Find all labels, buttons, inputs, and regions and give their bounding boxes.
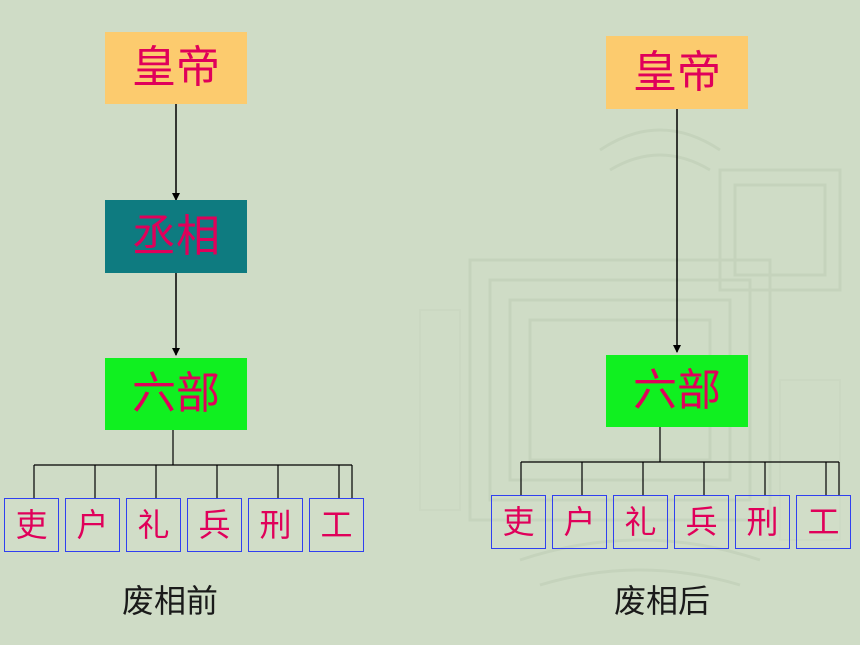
department-box-after-3: 兵: [674, 495, 729, 549]
chancellor-label: 丞相: [132, 210, 220, 262]
emperor-box-before: 皇帝: [105, 32, 247, 104]
department-label: 兵: [198, 506, 231, 544]
department-label: 户: [76, 506, 109, 544]
chancellor-box: 丞相: [105, 200, 247, 273]
department-label: 工: [320, 506, 353, 544]
emperor-box-after: 皇帝: [606, 36, 748, 109]
caption-after: 废相后: [614, 582, 711, 620]
department-label: 礼: [137, 506, 170, 544]
ministries-box-before: 六部: [105, 358, 247, 430]
ministries-label-after: 六部: [633, 365, 721, 416]
emperor-label-before: 皇帝: [132, 42, 220, 93]
department-label: 礼: [624, 503, 657, 541]
department-label: 刑: [746, 503, 779, 541]
department-label: 兵: [685, 503, 718, 541]
ministries-label-before: 六部: [132, 368, 220, 419]
department-label: 吏: [15, 506, 48, 544]
department-box-before-4: 刑: [248, 498, 303, 552]
caption-before: 废相前: [122, 582, 219, 620]
department-label: 户: [563, 503, 596, 541]
ministries-box-after: 六部: [606, 355, 748, 427]
department-box-before-5: 工: [309, 498, 364, 552]
department-label: 刑: [259, 506, 292, 544]
emperor-label-after: 皇帝: [633, 46, 721, 98]
department-box-after-5: 工: [796, 495, 851, 549]
department-box-before-3: 兵: [187, 498, 242, 552]
department-box-after-0: 吏: [491, 495, 546, 549]
department-box-before-1: 户: [65, 498, 120, 552]
department-box-before-0: 吏: [4, 498, 59, 552]
department-box-after-4: 刑: [735, 495, 790, 549]
department-box-after-1: 户: [552, 495, 607, 549]
department-label: 工: [807, 503, 840, 541]
department-box-before-2: 礼: [126, 498, 181, 552]
department-box-after-2: 礼: [613, 495, 668, 549]
department-label: 吏: [502, 503, 535, 541]
